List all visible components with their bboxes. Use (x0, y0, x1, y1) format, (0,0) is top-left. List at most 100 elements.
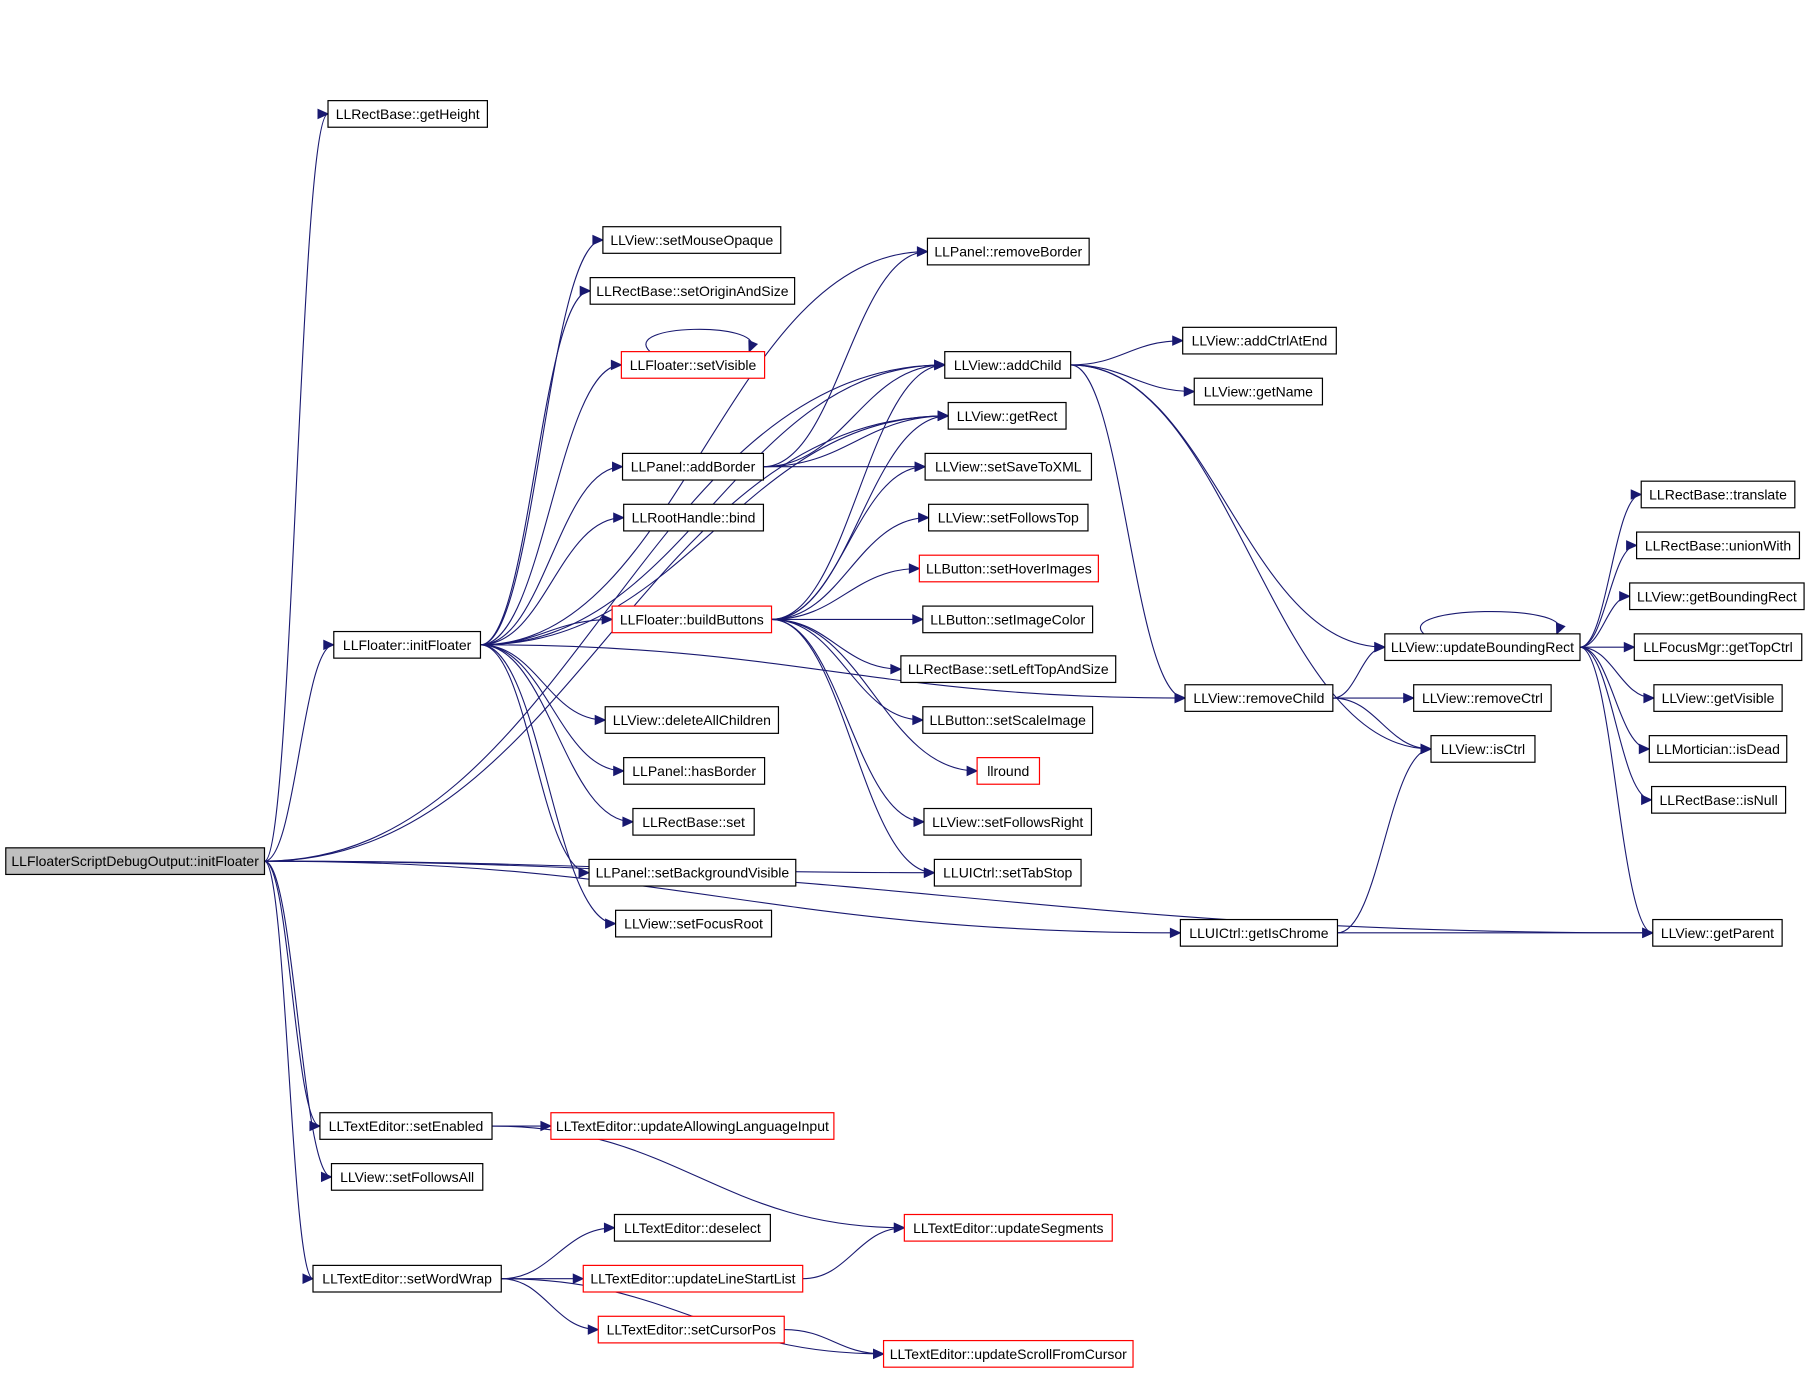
edge-buildButtons-to-setTabStop (771, 618, 936, 878)
edge-line (1579, 595, 1630, 648)
edge-line (763, 415, 949, 468)
node-update-allowing-language-input[interactable]: LLTextEditor::updateAllowingLanguageInpu… (550, 1112, 835, 1140)
node-deselect[interactable]: LLTextEditor::deselect (613, 1213, 771, 1242)
edge-addBorder-to-removeBorder (763, 246, 929, 468)
node-update-scroll-from-cursor[interactable]: LLTextEditor::updateScrollFromCursor (882, 1339, 1134, 1368)
node-box (882, 1339, 1134, 1368)
node-box (1193, 377, 1324, 406)
edge-arrowhead (937, 410, 950, 422)
node-set-follows-top[interactable]: LLView::setFollowsTop (927, 503, 1089, 532)
node-box (582, 1264, 804, 1293)
edge-arrowhead (1623, 641, 1636, 653)
node-set-image-color[interactable]: LLButton::setImageColor (922, 605, 1094, 634)
node-set-tab-stop[interactable]: LLUICtrl::setTabStop (933, 858, 1082, 887)
edge-root-to-getHeight (264, 108, 330, 862)
node-set-cursor-pos[interactable]: LLTextEditor::setCursorPos (597, 1315, 785, 1344)
node-set-follows-right[interactable]: LLView::setFollowsRight (923, 807, 1093, 836)
node-llround[interactable]: llround (976, 757, 1041, 785)
edge-arrowhead (1420, 743, 1433, 755)
node-set-follows-all[interactable]: LLView::setFollowsAll (330, 1163, 484, 1191)
edge-arrowhead (908, 563, 921, 574)
node-set-mouse-opaque[interactable]: LLView::setMouseOpaque (602, 226, 782, 254)
node-set-hover-images[interactable]: LLButton::setHoverImages (918, 554, 1099, 583)
node-box (1182, 326, 1337, 355)
node-label: LLMortician::isDead (1656, 741, 1780, 757)
edge-initFloater-to-setBackgroundVisible (480, 644, 591, 878)
node-remove-border[interactable]: LLPanel::removeBorder (926, 237, 1090, 266)
node-translate[interactable]: LLRectBase::translate (1640, 480, 1796, 509)
edge-getIsChrome-to-getParent (1337, 927, 1654, 939)
edge-line (771, 618, 923, 721)
node-label: LLButton::setHoverImages (926, 561, 1092, 577)
node-set-left-top-and-size[interactable]: LLRectBase::setLeftTopAndSize (900, 655, 1117, 684)
node-add-border[interactable]: LLPanel::addBorder (621, 452, 765, 481)
node-label: LLPanel::addBorder (631, 459, 756, 475)
node-label: LLTextEditor::setEnabled (329, 1118, 484, 1134)
node-get-is-chrome[interactable]: LLUICtrl::getIsChrome (1179, 918, 1339, 947)
node-label: LLRectBase::setLeftTopAndSize (908, 661, 1109, 677)
node-get-bounding-rect[interactable]: LLView::getBoundingRect (1629, 582, 1805, 611)
node-add-child[interactable]: LLView::addChild (944, 351, 1072, 379)
edge-arrowhead (1183, 386, 1196, 397)
edge-updateLineStartList-to-updateSegments (802, 1222, 906, 1280)
node-set-save-to-x-m-l[interactable]: LLView::setSaveToXML (924, 452, 1093, 481)
edge-addChild-to-addCtrlAtEnd (1070, 335, 1184, 366)
node-box (1651, 785, 1787, 814)
node-set-visible[interactable]: LLFloater::setVisible (620, 351, 766, 379)
node-init-floater[interactable]: LLFloater::initFloater (333, 630, 482, 659)
edge-addBorder-to-getRect (763, 410, 950, 468)
edge-line (771, 618, 935, 874)
edge-buildButtons-to-setImageColor (771, 614, 925, 625)
edge-line (771, 567, 920, 620)
node-get-height[interactable]: LLRectBase::getHeight (327, 100, 488, 128)
edge-arrowhead (605, 918, 617, 929)
node-set-scale-image[interactable]: LLButton::setScaleImage (922, 706, 1094, 734)
node-box (1648, 735, 1788, 763)
node-update-segments[interactable]: LLTextEditor::updateSegments (903, 1213, 1113, 1242)
node-get-name[interactable]: LLView::getName (1193, 377, 1324, 406)
node-is-ctrl[interactable]: LLView::isCtrl (1430, 735, 1536, 763)
node-update-line-start-list[interactable]: LLTextEditor::updateLineStartList (582, 1264, 804, 1293)
edge-buildButtons-to-setFollowsTop (771, 512, 930, 620)
node-set-background-visible[interactable]: LLPanel::setBackgroundVisible (588, 858, 797, 887)
node-box (5, 847, 266, 876)
node-remove-child[interactable]: LLView::removeChild (1184, 684, 1334, 712)
edge-initFloater-to-setFocusRoot (480, 644, 617, 929)
node-label: LLView::getParent (1661, 925, 1774, 941)
edge-setWordWrap-to-deselect (501, 1222, 616, 1280)
node-set-word-wrap[interactable]: LLTextEditor::setWordWrap (312, 1264, 502, 1293)
edge-line (480, 517, 624, 646)
node-is-null[interactable]: LLRectBase::isNull (1651, 785, 1787, 814)
node-set-enabled[interactable]: LLTextEditor::setEnabled (319, 1112, 493, 1140)
node-box (918, 554, 1099, 583)
node-box (1652, 918, 1783, 947)
node-box (1640, 480, 1796, 509)
node-bind[interactable]: LLRootHandle::bind (623, 503, 765, 532)
edge-buildButtons-to-setFollowsRight (771, 618, 926, 828)
node-box (327, 100, 488, 128)
node-has-border[interactable]: LLPanel::hasBorder (623, 757, 766, 785)
node-rect-set[interactable]: LLRectBase::set (632, 807, 755, 836)
node-get-top-ctrl[interactable]: LLFocusMgr::getTopCtrl (1633, 633, 1803, 662)
node-delete-all-children[interactable]: LLView::deleteAllChildren (604, 706, 780, 734)
node-get-parent[interactable]: LLView::getParent (1652, 918, 1783, 947)
node-add-ctrl-at-end[interactable]: LLView::addCtrlAtEnd (1182, 326, 1337, 355)
edge-line (480, 644, 624, 772)
node-set-focus-root[interactable]: LLView::setFocusRoot (615, 909, 773, 938)
node-label: LLTextEditor::setCursorPos (607, 1322, 776, 1338)
node-root[interactable]: LLFloaterScriptDebugOutput::initFloater (5, 847, 266, 876)
node-get-rect[interactable]: LLView::getRect (947, 401, 1067, 430)
edge-arrowhead (1169, 927, 1182, 939)
edge-arrowhead (748, 339, 759, 353)
node-box (926, 237, 1090, 266)
node-union-with[interactable]: LLRectBase::unionWith (1635, 531, 1801, 560)
node-set-origin-and-size[interactable]: LLRectBase::setOriginAndSize (589, 277, 796, 305)
node-label: LLTextEditor::setWordWrap (322, 1271, 492, 1287)
edge-arrowhead (1641, 794, 1653, 806)
node-remove-ctrl[interactable]: LLView::removeCtrl (1413, 684, 1552, 712)
node-get-visible[interactable]: LLView::getVisible (1653, 684, 1783, 712)
node-build-buttons[interactable]: LLFloater::buildButtons (611, 605, 773, 634)
node-is-dead[interactable]: LLMortician::isDead (1648, 735, 1788, 763)
edge-line (645, 328, 753, 353)
node-update-bounding-rect[interactable]: LLView::updateBoundingRect (1384, 633, 1581, 662)
